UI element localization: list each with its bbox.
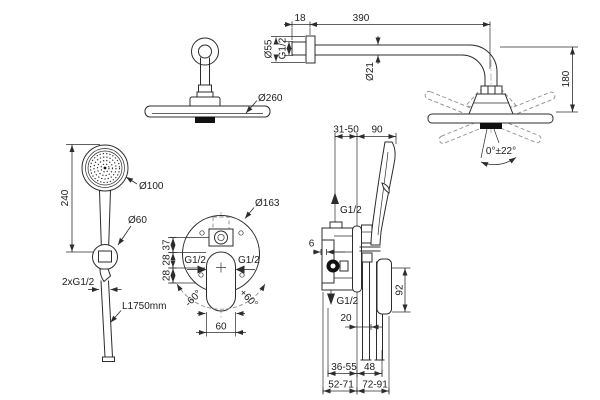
d60-leader <box>117 225 132 246</box>
dim-label-180: 180 <box>561 70 572 87</box>
shower-head-disc <box>144 105 271 118</box>
mixer-valve-side-view: 31-50 90 G1/2 <box>309 125 411 395</box>
dim-label-90: 90 <box>371 125 383 136</box>
inlet-flow-arrow <box>331 192 339 204</box>
screw <box>238 230 244 236</box>
dim-label-60: 60 <box>215 322 227 333</box>
arm-connector-nut <box>198 84 212 93</box>
outlet-connector <box>361 252 373 263</box>
outlet-flow-arrow <box>327 293 335 305</box>
head-cone-side <box>468 93 514 115</box>
overhead-shower-front-view: Ø260 <box>144 37 283 123</box>
dim-label-g12-left: G1/2 <box>184 255 206 266</box>
arm-bend-inner <box>461 54 486 87</box>
top-port-block <box>208 228 234 247</box>
screw <box>198 272 204 278</box>
dim-label-390: 390 <box>353 13 370 24</box>
dim-label-48: 48 <box>364 362 376 373</box>
wand-holder <box>361 224 373 244</box>
dim-label-240: 240 <box>60 189 71 206</box>
screw <box>199 230 205 236</box>
wall-flange-side <box>305 35 316 64</box>
dim-label-20: 20 <box>340 313 352 324</box>
escutcheon-side <box>352 225 362 293</box>
dim-label-d260: Ø260 <box>258 93 283 104</box>
hand-shower-head <box>81 144 129 192</box>
dim-label-18: 18 <box>294 13 306 24</box>
dim-label-d55: Ø55 <box>264 39 275 58</box>
dim-label-hose-length: L1750mm <box>122 301 166 312</box>
lower-escutcheon-side <box>376 258 392 315</box>
wall-flange-inner <box>198 44 212 59</box>
dim-label-37: 37 <box>162 239 173 251</box>
dim-label-52-71: 52-71 <box>328 380 354 391</box>
dim-label-d21: Ø21 <box>365 62 376 81</box>
dim-label-g12-wall: G1/2 <box>278 37 289 59</box>
hose-end <box>102 356 115 362</box>
dim-label-g12-in: G1/2 <box>340 205 362 216</box>
screw <box>239 272 245 278</box>
dim-label-d163: Ø163 <box>255 198 280 209</box>
holder-bracket <box>98 250 112 263</box>
dim-label-31-50: 31-50 <box>333 125 359 136</box>
spray-face-dots <box>89 152 121 184</box>
dim-label-2xg12: 2xG1/2 <box>62 277 95 288</box>
ball-joint-nut <box>480 85 503 95</box>
lever-handle <box>206 251 236 312</box>
inlet-arrow-left <box>197 265 207 274</box>
dim-label-tilt: 0°±22° <box>486 146 516 157</box>
d260-leader <box>245 100 258 114</box>
dim-label-rot-pos: +60° <box>237 287 260 310</box>
dim-label-6: 6 <box>309 239 315 250</box>
top-port <box>214 230 228 245</box>
dim-label-28a: 28 <box>162 254 173 266</box>
dim-label-28b: 28 <box>162 270 173 282</box>
arm-bend-outer <box>469 44 498 87</box>
d100-leader <box>125 176 138 185</box>
tilt-arc <box>480 157 517 167</box>
spray-nozzle <box>195 116 215 123</box>
mixer-valve-front-view: G1/2 G1/2 37 28 28 Ø163 -60° +60° <box>162 198 280 337</box>
dim-label-d60: Ø60 <box>128 215 147 226</box>
dim-label-72-91: 72-91 <box>362 380 388 391</box>
dim-label-92: 92 <box>395 284 406 296</box>
hand-shower-set-view: 240 Ø100 Ø60 2xG1/2 L1750mm <box>60 144 166 362</box>
wand-hook-detail <box>381 182 390 194</box>
wall-flange-outline <box>191 37 219 66</box>
shower-arm-side-view: 18 390 Ø55 G1/2 Ø21 180 0°±22° <box>264 13 578 167</box>
handle-rotation-arc <box>176 283 266 310</box>
shower-head-disc-side <box>427 113 554 124</box>
inlet-arrow-right <box>235 265 245 274</box>
d163-leader <box>244 207 255 219</box>
dim-label-g12-out: G1/2 <box>337 296 359 307</box>
dim-label-g12-right: G1/2 <box>238 255 260 266</box>
dim-label-d100: Ø100 <box>139 181 164 192</box>
hose-leader <box>110 310 122 323</box>
dim-label-36-55: 36-55 <box>331 362 357 373</box>
spray-nozzle-side <box>480 123 502 129</box>
wall-stub <box>291 41 307 56</box>
hose-hook <box>99 268 112 283</box>
dim-label-rot-neg: -60° <box>183 288 204 309</box>
